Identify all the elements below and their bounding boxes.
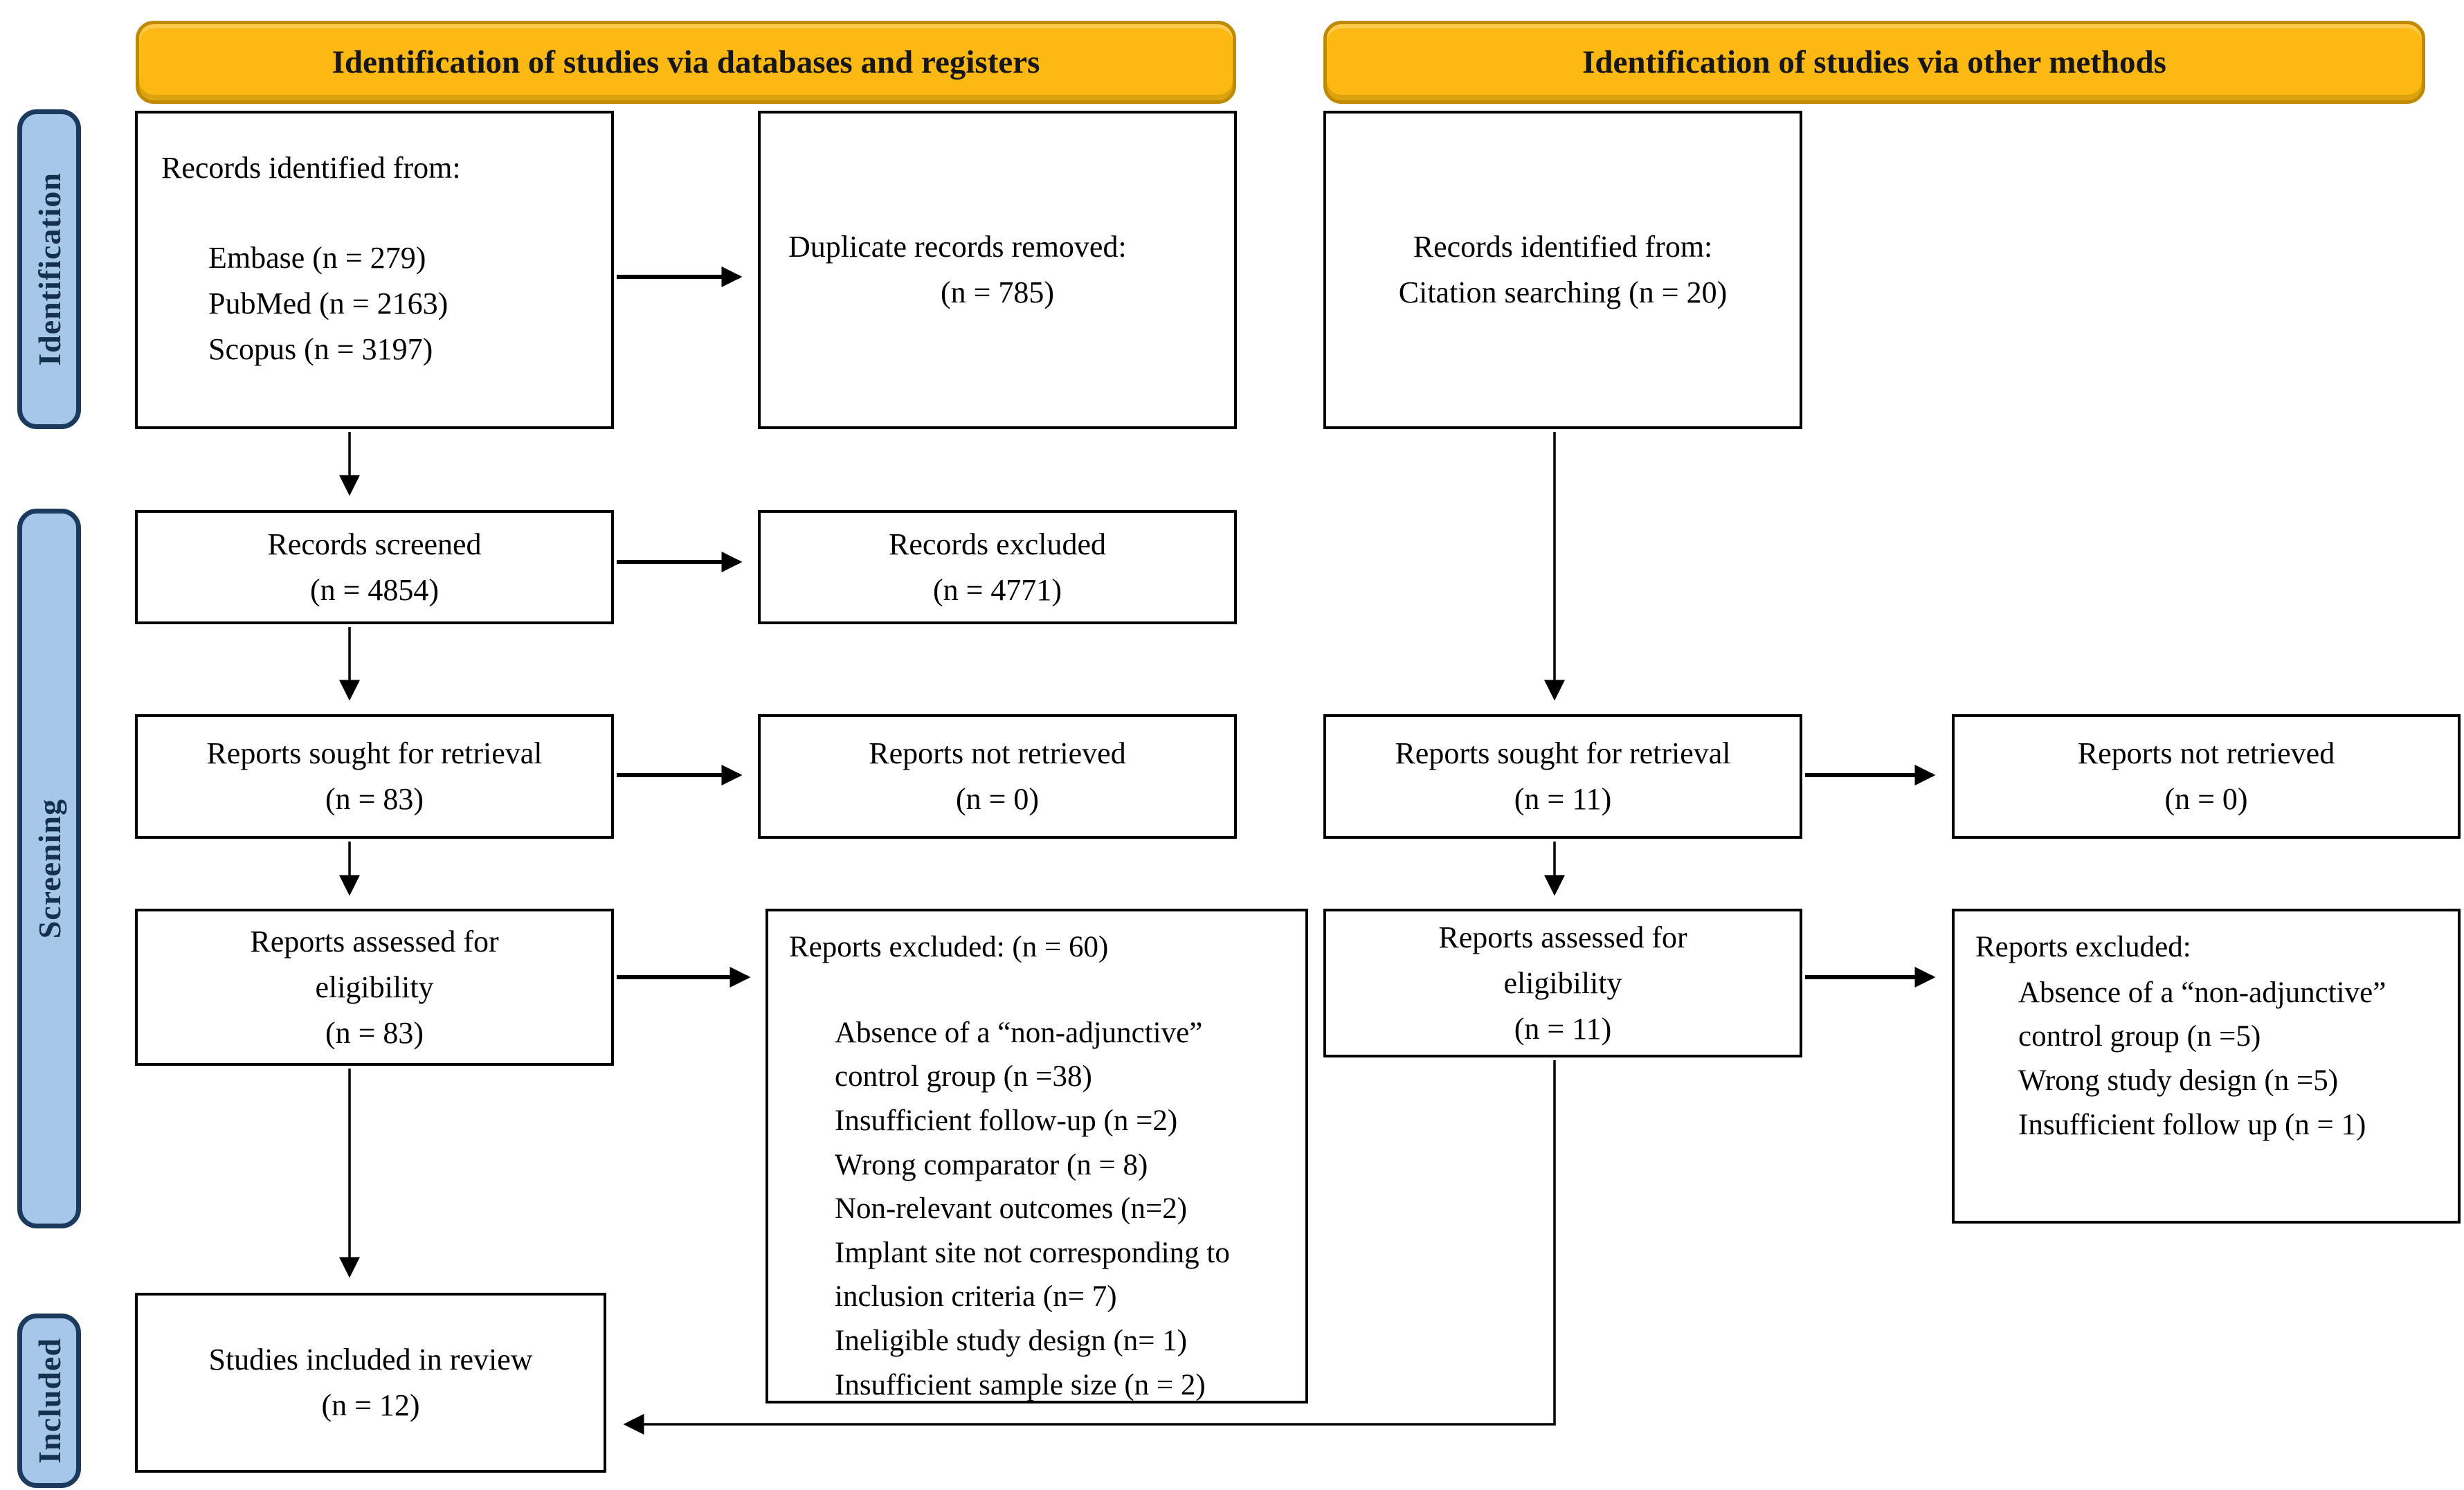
box-reports-excluded-databases: Reports excluded: (n = 60) Absence of a … bbox=[766, 909, 1308, 1403]
reports-not-retrieved-other-count: (n = 0) bbox=[2164, 782, 2248, 816]
reports-sought-count: (n = 83) bbox=[325, 782, 424, 816]
records-identified-other-title: Records identified from: bbox=[1413, 230, 1713, 264]
reports-excluded-other-reasons: Absence of a “non-adjunctive” control gr… bbox=[2018, 976, 2386, 1141]
banner-databases-registers: Identification of studies via databases … bbox=[136, 21, 1236, 104]
reports-assessed-count: (n = 83) bbox=[325, 1015, 424, 1050]
reports-excluded-other-title: Reports excluded: bbox=[1975, 931, 2191, 963]
reports-sought-label: Reports sought for retrieval bbox=[206, 736, 543, 770]
stage-identification-label: Identification bbox=[31, 172, 67, 366]
records-excluded-count: (n = 4771) bbox=[932, 572, 1062, 607]
reports-not-retrieved-other-label: Reports not retrieved bbox=[2077, 736, 2335, 770]
box-reports-assessed-databases: Reports assessed for eligibility (n = 83… bbox=[135, 909, 614, 1066]
studies-included-label: Studies included in review bbox=[208, 1343, 533, 1377]
studies-included-count: (n = 12) bbox=[321, 1388, 420, 1422]
box-duplicates-removed: Duplicate records removed: (n = 785) bbox=[758, 111, 1237, 429]
banner-other-methods-label: Identification of studies via other meth… bbox=[1582, 44, 2166, 80]
reports-excluded-reasons: Absence of a “non-adjunctive” control gr… bbox=[835, 1016, 1230, 1401]
arrow-assessed-other-to-included bbox=[623, 1060, 1556, 1435]
reports-assessed-other-label-2: eligibility bbox=[1503, 965, 1622, 1000]
records-identified-title: Records identified from: bbox=[161, 151, 461, 185]
duplicates-removed-count: (n = 785) bbox=[940, 275, 1055, 309]
box-records-excluded: Records excluded (n = 4771) bbox=[758, 510, 1237, 624]
reports-assessed-other-label-1: Reports assessed for bbox=[1438, 920, 1687, 954]
box-records-identified-other: Records identified from: Citation search… bbox=[1323, 111, 1802, 429]
reports-excluded-title: Reports excluded: (n = 60) bbox=[789, 931, 1109, 963]
stage-screening: Screening bbox=[17, 509, 81, 1228]
box-records-screened: Records screened (n = 4854) bbox=[135, 510, 614, 624]
box-reports-sought-other: Reports sought for retrieval (n = 11) bbox=[1323, 714, 1802, 839]
reports-sought-other-label: Reports sought for retrieval bbox=[1395, 736, 1731, 770]
reports-not-retrieved-count: (n = 0) bbox=[955, 782, 1040, 816]
records-screened-count: (n = 4854) bbox=[309, 572, 440, 607]
reports-sought-other-count: (n = 11) bbox=[1514, 782, 1612, 816]
box-reports-assessed-other: Reports assessed for eligibility (n = 11… bbox=[1323, 909, 1802, 1057]
banner-other-methods: Identification of studies via other meth… bbox=[1323, 21, 2425, 104]
box-reports-not-retrieved-databases: Reports not retrieved (n = 0) bbox=[758, 714, 1237, 839]
records-identified-other-source: Citation searching (n = 20) bbox=[1398, 275, 1728, 309]
records-excluded-label: Records excluded bbox=[889, 527, 1106, 561]
box-studies-included: Studies included in review (n = 12) bbox=[135, 1293, 606, 1473]
stage-included-label: Included bbox=[31, 1338, 67, 1464]
stage-identification: Identification bbox=[17, 109, 81, 429]
box-reports-excluded-other: Reports excluded: Absence of a “non-adju… bbox=[1952, 909, 2461, 1224]
reports-assessed-label-2: eligibility bbox=[315, 970, 434, 1004]
box-records-identified-databases: Records identified from: Embase (n = 279… bbox=[135, 111, 614, 429]
banner-databases-registers-label: Identification of studies via databases … bbox=[332, 44, 1040, 80]
records-identified-sources: Embase (n = 279) PubMed (n = 2163) Scopu… bbox=[208, 241, 449, 366]
stage-included: Included bbox=[17, 1314, 81, 1488]
reports-not-retrieved-label: Reports not retrieved bbox=[869, 736, 1126, 770]
duplicates-removed-label: Duplicate records removed: bbox=[788, 230, 1127, 264]
reports-assessed-other-count: (n = 11) bbox=[1514, 1011, 1612, 1046]
reports-assessed-label-1: Reports assessed for bbox=[250, 924, 499, 958]
records-screened-label: Records screened bbox=[267, 527, 482, 561]
box-reports-not-retrieved-other: Reports not retrieved (n = 0) bbox=[1952, 714, 2461, 839]
box-reports-sought-databases: Reports sought for retrieval (n = 83) bbox=[135, 714, 614, 839]
stage-screening-label: Screening bbox=[31, 798, 67, 939]
